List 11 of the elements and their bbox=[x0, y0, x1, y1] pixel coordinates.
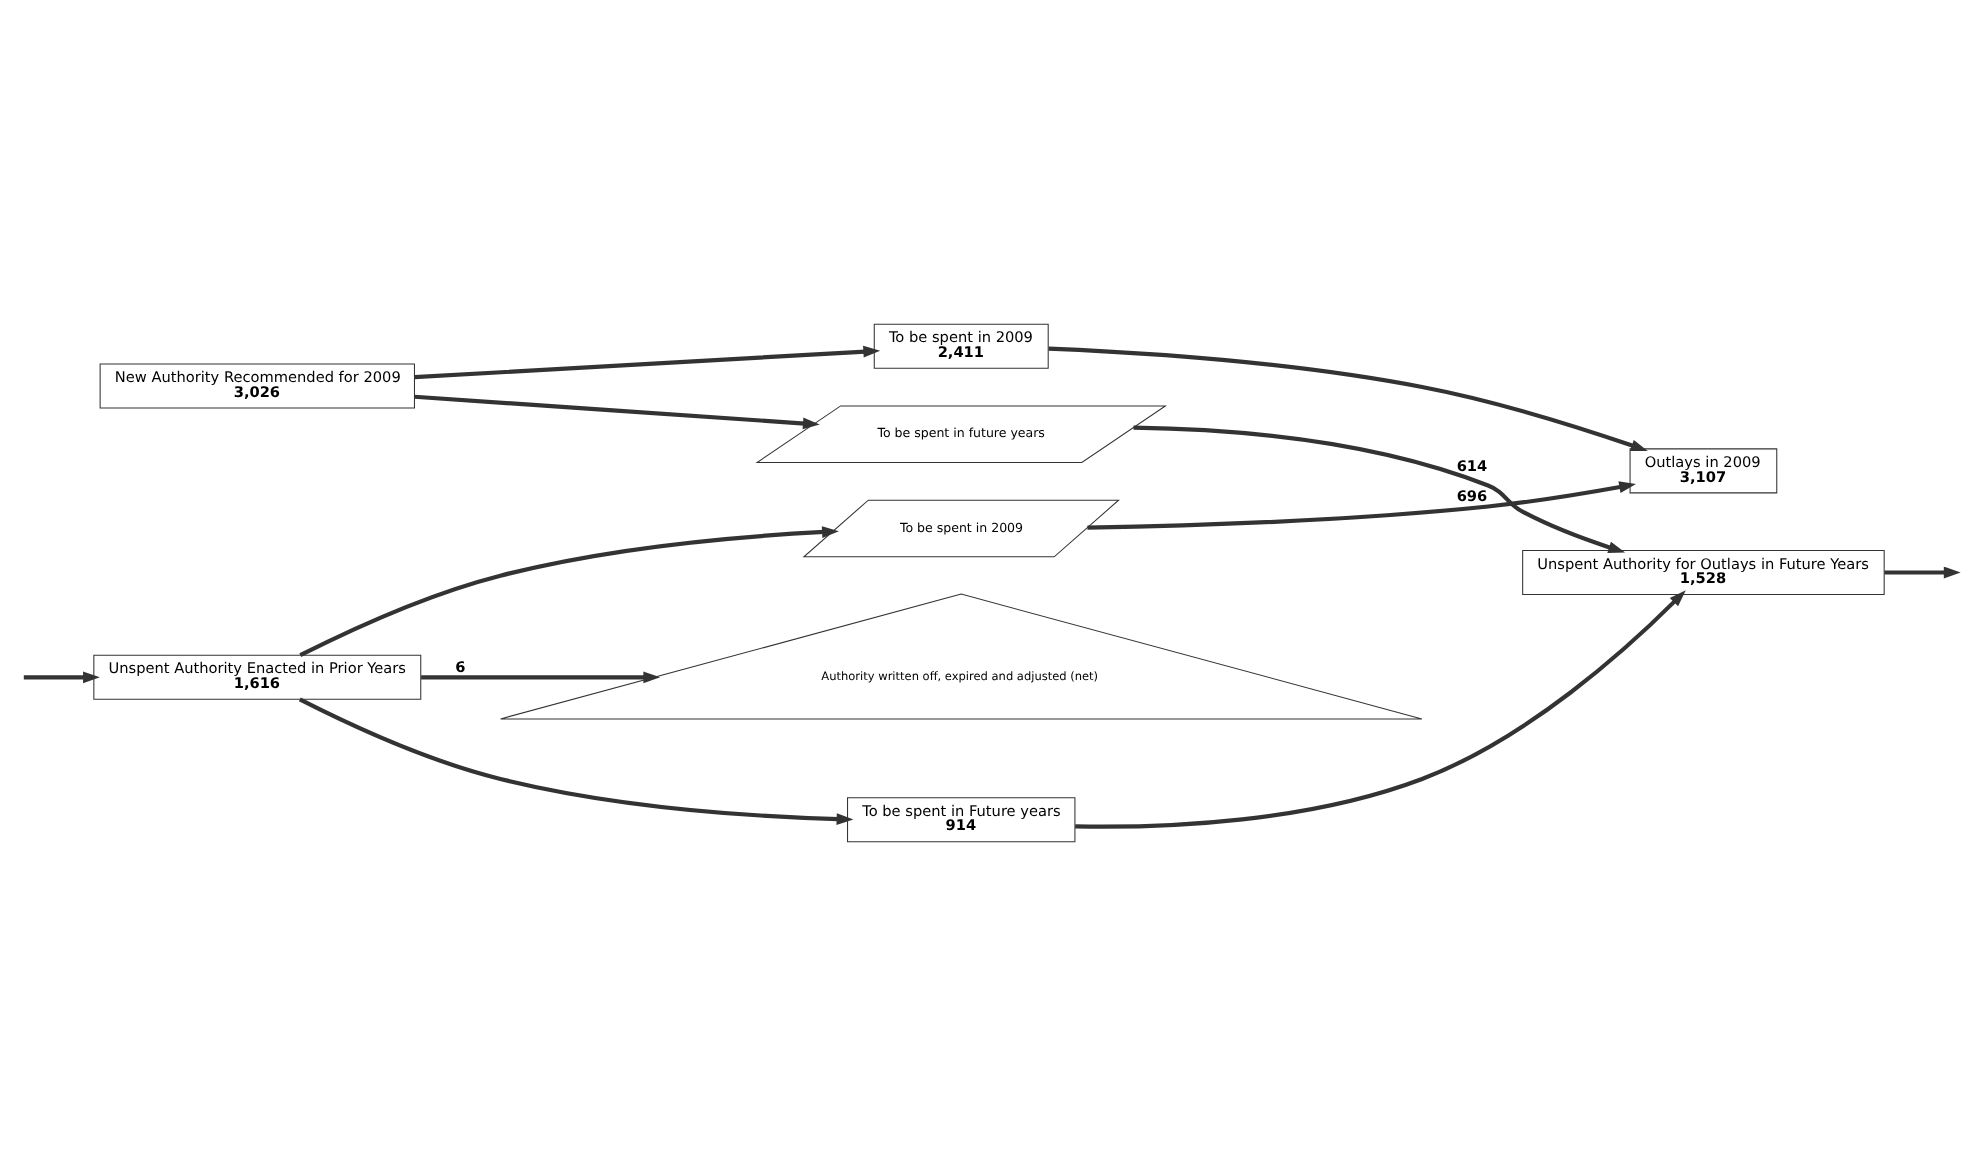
arrow bbox=[298, 697, 854, 825]
arrow bbox=[414, 345, 881, 380]
arrow bbox=[1087, 481, 1637, 530]
arrow bbox=[23, 671, 100, 684]
arrow bbox=[1048, 346, 1648, 451]
arrow bbox=[1133, 425, 1626, 553]
arrow bbox=[414, 394, 820, 430]
arrow bbox=[299, 526, 839, 658]
arrow bbox=[421, 671, 661, 684]
arrow bbox=[1884, 566, 1961, 579]
arrow bbox=[1075, 590, 1686, 829]
